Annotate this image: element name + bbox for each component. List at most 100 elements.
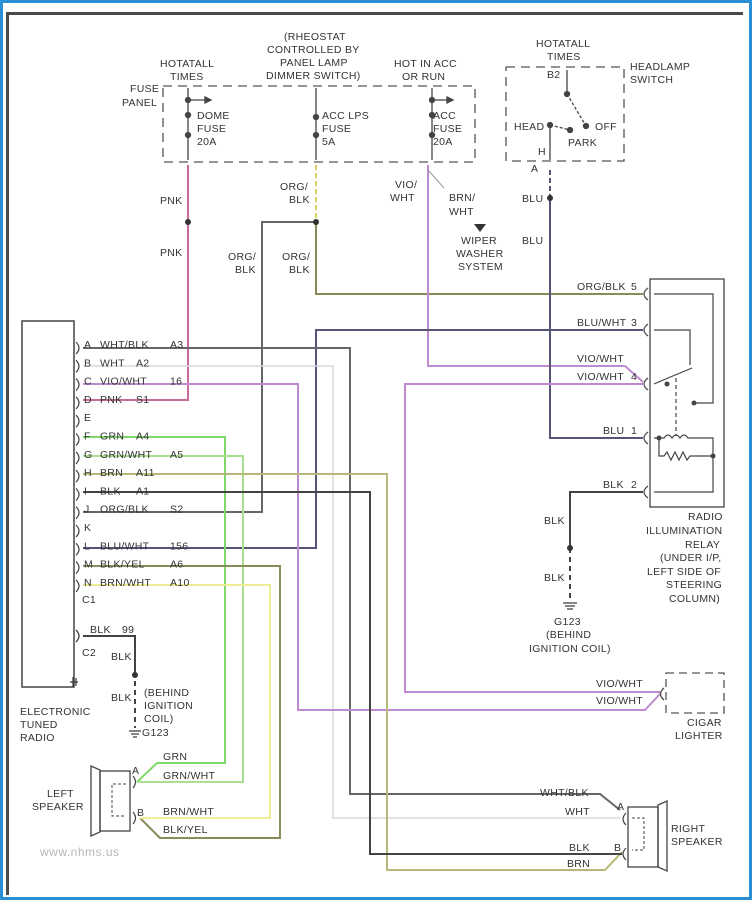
label-vio-wht-2: WHT [390, 192, 415, 204]
radio-pin-circuit: A3 [170, 339, 183, 351]
wire-wht [83, 365, 620, 819]
right-pin-a: A [617, 801, 624, 813]
relay-pin-number: 2 [631, 479, 637, 491]
wire-blu-relay [549, 198, 643, 439]
connector-cavity-icon [75, 561, 80, 575]
relay-pin-number: 5 [631, 281, 637, 293]
radio-pin-circuit: A6 [170, 559, 183, 571]
headlamp-hot-2: TIMES [547, 51, 581, 63]
right-wire-wht-blk: WHT/BLK [540, 787, 589, 799]
wiper-line-2: WASHER [456, 248, 504, 260]
radio-pin-id: L [84, 540, 90, 552]
wiper-line-1: WIPER [461, 235, 497, 247]
radio-blk-1: BLK [111, 651, 132, 663]
acc-fuse-rating: 20A [433, 136, 453, 148]
radio-pin-wire: BRN [100, 467, 123, 479]
radio-pin-wire: BLK [100, 485, 121, 497]
switch-off: OFF [595, 121, 617, 133]
radio-label-1: ELECTRONIC [20, 706, 91, 718]
radio-pin-id: F [84, 431, 91, 443]
cigar-label-2: LIGHTER [675, 730, 723, 742]
inner-frame [6, 12, 743, 895]
relay-ground-id: G123 [554, 616, 581, 628]
acc-lps-fuse-name: ACC LPS [322, 110, 369, 122]
relay-pin-number: 3 [631, 317, 637, 329]
radio-pin-circuit: 16 [170, 376, 182, 388]
headlamp-switch: HOTATALL TIMES HEADLAMP SWITCH B2 HEAD O… [505, 38, 690, 175]
hot-all-times-2: TIMES [170, 71, 204, 83]
radio-pin-id: H [84, 467, 92, 479]
relay-blk-1: BLK [544, 515, 565, 527]
headlamp-hot-1: HOTATALL [536, 38, 590, 50]
cigar-wire-2: VIO/WHT [596, 695, 643, 707]
left-speaker-label-2: SPEAKER [32, 801, 84, 813]
wire-relay-blk [569, 491, 643, 548]
radio-ground-note-3: COIL) [144, 713, 174, 725]
radio-pin-id: A [84, 339, 91, 351]
relay-label-3: RELAY [685, 539, 720, 551]
hot-all-times-1: HOTATALL [160, 58, 214, 70]
relay-label-7: COLUMN) [669, 593, 720, 605]
relay-label-1: RADIO [688, 511, 723, 523]
switch-head: HEAD [514, 121, 544, 133]
radio-pin-row: H BRN A11 [75, 467, 155, 483]
radio-pin-id: E [84, 412, 91, 424]
relay-pin-row: ORG/BLK 5 [577, 281, 649, 301]
label-blu-1: BLU [522, 193, 543, 205]
left-wire-grn-wht: GRN/WHT [163, 770, 216, 782]
left-pin-a: A [132, 765, 139, 777]
relay-ground-note-2: IGNITION COIL) [529, 643, 611, 655]
connector-cavity-icon [75, 579, 80, 593]
connector-cavity-icon [75, 396, 80, 410]
relay-pin-wire: ORG/BLK [577, 281, 626, 293]
wire-vio-wht-fuse [427, 165, 644, 383]
wire-vio-wht-relay [404, 383, 660, 693]
relay-ground-icon [563, 602, 577, 610]
connector-cavity-icon [643, 485, 649, 499]
radio-pin-row: E [75, 412, 91, 428]
radio-pin-circuit: A5 [170, 449, 183, 461]
radio-pin-circuit: A10 [170, 577, 190, 589]
radio-pin-wire: GRN/WHT [100, 449, 153, 461]
wire-blu-wht [83, 329, 643, 549]
radio-pin-wire: WHT [100, 357, 125, 369]
left-pin-b: B [137, 807, 144, 819]
connector-cavity-icon [75, 506, 80, 520]
connector-cavity-icon [75, 487, 80, 501]
cigar-wire-1: VIO/WHT [596, 678, 643, 690]
radio-pin-id: K [84, 522, 91, 534]
fuse-panel-label-1: FUSE [130, 83, 159, 95]
connector-cavity-icon [75, 341, 80, 355]
wire-grn [83, 436, 226, 783]
connector-c1: C1 [82, 594, 96, 606]
left-speaker-label-1: LEFT [47, 788, 74, 800]
left-wire-blk-yel: BLK/YEL [163, 824, 208, 836]
wire-brn-wht [83, 584, 271, 819]
radio-pin-circuit: 156 [170, 540, 188, 552]
relay-pin-number: 4 [631, 371, 637, 383]
radio-pin-circuit: A11 [136, 467, 155, 479]
radio-pin-id: B [84, 357, 91, 369]
wires [83, 165, 661, 871]
relay-ground-note-1: (BEHIND [546, 629, 591, 641]
radio-pin-id: N [84, 577, 92, 589]
right-speaker-label-1: RIGHT [671, 823, 705, 835]
right-wire-blk: BLK [569, 842, 590, 854]
connector-c2: C2 [82, 647, 96, 659]
label-org-blk-left-2: BLK [235, 264, 256, 276]
switch-park: PARK [568, 137, 597, 149]
label-pnk-1: PNK [160, 195, 183, 207]
label-org-blk-top-2: BLK [289, 194, 310, 206]
